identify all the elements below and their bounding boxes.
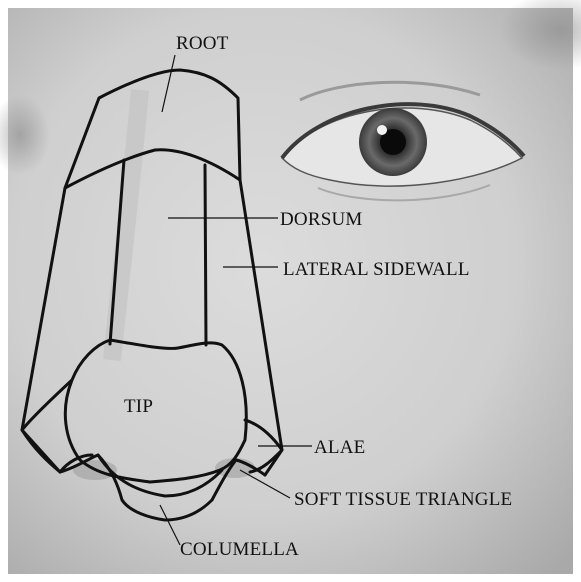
- dorsum-right-line: [205, 165, 206, 345]
- soft-tissue-triangle-label: SOFT TISSUE TRIANGLE: [294, 489, 512, 510]
- root-label: ROOT: [176, 33, 229, 54]
- columella-label: COLUMELLA: [180, 539, 299, 560]
- lateral-sidewall-label: LATERAL SIDEWALL: [283, 259, 470, 280]
- alae-label: ALAE: [314, 437, 365, 458]
- eye-highlight: [377, 125, 387, 135]
- tip-label: TIP: [124, 396, 153, 417]
- dorsum-label: DORSUM: [280, 209, 363, 230]
